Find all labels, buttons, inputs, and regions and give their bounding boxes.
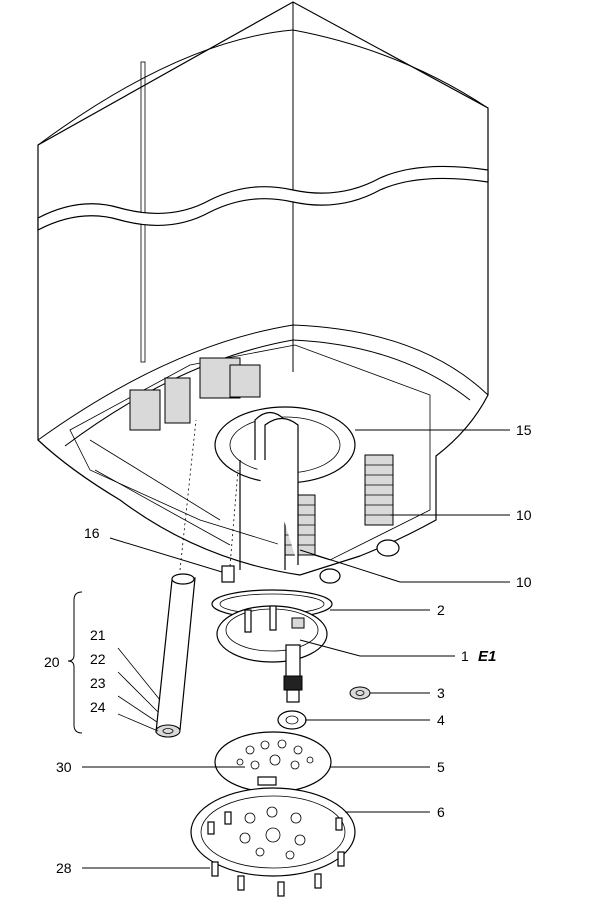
label-6: 6: [437, 804, 445, 820]
washer-3: [349, 686, 371, 700]
label-20: 20: [44, 654, 60, 670]
label-3: 3: [437, 685, 445, 701]
electrical-compartment: [69, 344, 431, 584]
label-16: 16: [84, 525, 100, 541]
label-28: 28: [56, 860, 72, 876]
label-24: 24: [90, 699, 106, 715]
cover-plate: [190, 787, 356, 897]
label-10-lower: 10: [516, 574, 532, 590]
label-10-upper: 10: [516, 507, 532, 523]
label-2: 2: [437, 602, 445, 618]
clamp-16: [221, 565, 235, 583]
insulation-disc: [214, 731, 332, 793]
anode-rod: [155, 419, 197, 738]
label-15: 15: [516, 422, 532, 438]
leader-lines: [67, 429, 510, 869]
label-E1: E1: [478, 648, 496, 665]
part-labels: 15 10 10 16 2 1 E1 20 21 22 23 24 3 4 30…: [44, 422, 532, 876]
heating-flange: [216, 605, 328, 703]
label-5: 5: [437, 759, 445, 775]
nut-4: [277, 710, 307, 730]
label-30: 30: [56, 759, 72, 775]
label-22: 22: [90, 651, 106, 667]
label-4: 4: [437, 712, 445, 728]
label-1: 1: [461, 648, 469, 664]
label-21: 21: [90, 627, 106, 643]
label-23: 23: [90, 675, 106, 691]
